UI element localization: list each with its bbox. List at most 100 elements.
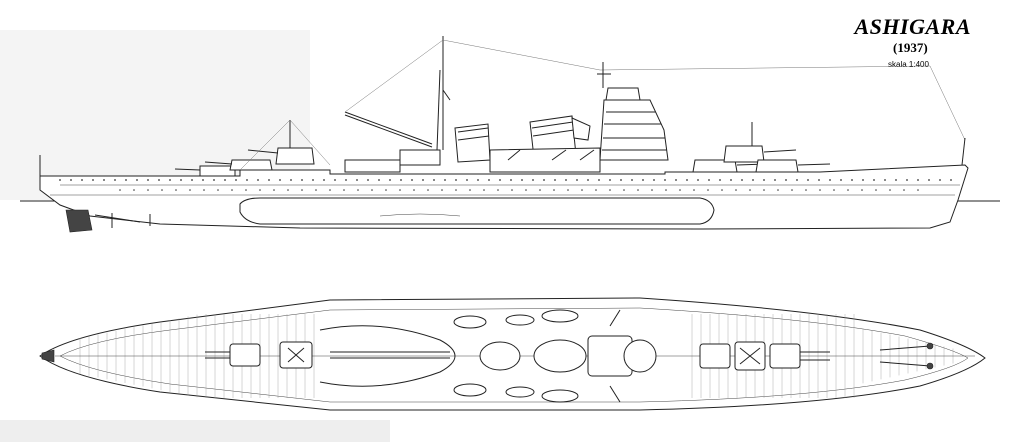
bridge-top — [605, 87, 641, 101]
porthole — [631, 179, 633, 181]
porthole — [323, 179, 325, 181]
porthole — [521, 179, 523, 181]
porthole — [399, 189, 401, 191]
main-mast-leg — [436, 69, 441, 151]
porthole — [697, 179, 699, 181]
porthole — [133, 189, 135, 191]
anchor-chains — [879, 345, 931, 367]
porthole — [917, 189, 919, 191]
aft-funnel-bands — [457, 127, 490, 141]
anchor — [926, 362, 934, 370]
aft-turret-cross — [287, 347, 305, 363]
boats — [453, 309, 579, 403]
porthole — [180, 179, 182, 181]
midship-deckhouse — [489, 147, 601, 173]
aft-turret-4-barrel — [204, 161, 233, 165]
porthole — [763, 179, 765, 181]
funnel-plan-aft — [479, 341, 521, 371]
porthole — [847, 189, 849, 191]
bridge-tower — [599, 99, 669, 161]
porthole — [147, 179, 149, 181]
porthole — [543, 179, 545, 181]
porthole — [329, 189, 331, 191]
porthole — [497, 189, 499, 191]
porthole — [581, 189, 583, 191]
porthole — [334, 179, 336, 181]
boat — [453, 383, 487, 397]
porthole — [598, 179, 600, 181]
porthole — [147, 189, 149, 191]
porthole — [796, 179, 798, 181]
propeller-shafts — [94, 213, 151, 228]
porthole — [686, 179, 688, 181]
bulge-detail — [379, 213, 461, 217]
porthole — [469, 189, 471, 191]
porthole — [805, 189, 807, 191]
porthole — [356, 179, 358, 181]
searchlight-platform — [399, 149, 441, 166]
porthole — [664, 179, 666, 181]
porthole — [345, 179, 347, 181]
porthole — [389, 179, 391, 181]
aft-turret-5-barrel — [247, 149, 279, 154]
porthole — [433, 179, 435, 181]
porthole — [224, 179, 226, 181]
bridge-wings — [609, 309, 621, 403]
porthole — [917, 179, 919, 181]
porthole — [301, 189, 303, 191]
scale-label: skala 1:400 — [888, 60, 929, 69]
porthole — [378, 179, 380, 181]
porthole — [81, 179, 83, 181]
porthole — [928, 179, 930, 181]
porthole — [191, 179, 193, 181]
background-panel-bottom — [0, 420, 390, 442]
stern-detail — [41, 349, 55, 363]
porthole — [273, 189, 275, 191]
porthole — [567, 189, 569, 191]
funnel-plan-fore — [533, 339, 587, 373]
porthole — [889, 189, 891, 191]
porthole — [818, 179, 820, 181]
porthole — [895, 179, 897, 181]
porthole — [103, 179, 105, 181]
porthole — [620, 179, 622, 181]
porthole — [213, 179, 215, 181]
porthole — [114, 179, 116, 181]
porthole — [125, 179, 127, 181]
porthole — [343, 189, 345, 191]
porthole — [565, 179, 567, 181]
aft-turret-plan-1 — [229, 343, 261, 367]
porthole — [553, 189, 555, 191]
porthole — [499, 179, 501, 181]
aft-rigging — [239, 119, 331, 171]
porthole — [675, 179, 677, 181]
porthole — [665, 189, 667, 191]
porthole — [92, 179, 94, 181]
porthole — [587, 179, 589, 181]
porthole — [721, 189, 723, 191]
porthole — [287, 189, 289, 191]
porthole — [466, 179, 468, 181]
plan-view — [39, 297, 986, 411]
porthole — [851, 179, 853, 181]
porthole — [259, 189, 261, 191]
boat — [453, 315, 487, 329]
fwd-turret-1 — [755, 159, 799, 173]
fwd-turret-plan-3 — [699, 343, 731, 369]
porthole — [511, 189, 513, 191]
porthole — [217, 189, 219, 191]
fwd-turret-3 — [692, 159, 738, 173]
porthole — [189, 189, 191, 191]
porthole — [231, 189, 233, 191]
porthole — [642, 179, 644, 181]
porthole — [749, 189, 751, 191]
porthole — [554, 179, 556, 181]
porthole — [539, 189, 541, 191]
torpedo-bulge — [239, 197, 715, 225]
bridge-levels — [602, 111, 667, 151]
porthole — [785, 179, 787, 181]
porthole — [203, 189, 205, 191]
porthole — [763, 189, 765, 191]
porthole — [609, 179, 611, 181]
porthole — [807, 179, 809, 181]
